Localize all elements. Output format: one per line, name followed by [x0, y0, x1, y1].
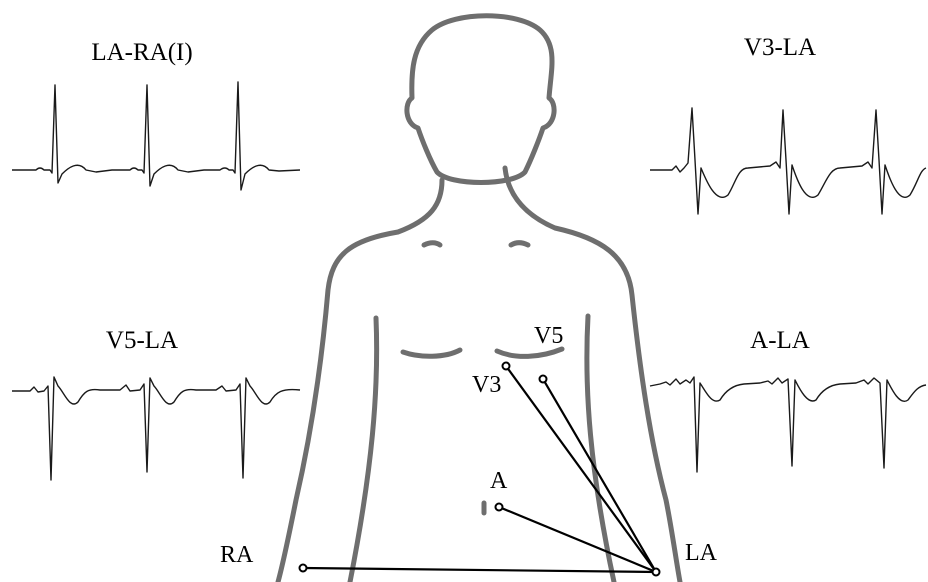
trace-title-v5-la: V5-LA [106, 327, 178, 354]
right-clavicle-mark [511, 243, 528, 245]
left-pectoral-line [403, 350, 460, 356]
trace-title-v3-la: V3-LA [744, 34, 816, 61]
electrode-la [653, 569, 660, 576]
electrode-label-v3: V3 [472, 372, 501, 398]
wire-ra-la [303, 568, 656, 572]
electrode-label-la: LA [685, 540, 718, 566]
ecg-trace-v3-la [650, 108, 926, 214]
left-clavicle-mark [424, 243, 440, 245]
electrode-v3 [503, 363, 510, 370]
wire-v5-la [543, 379, 656, 572]
head-outline [407, 16, 554, 183]
ecg-trace-v5-la [12, 377, 300, 480]
ecg-trace-lead-i [12, 82, 300, 190]
trace-titles: LA-RA(I) V3-LA V5-LA A-LA [91, 34, 816, 354]
torso-silhouette [278, 16, 680, 582]
electrode-label-ra: RA [220, 542, 254, 568]
electrode-labels: V5 V3 A RA LA [220, 323, 718, 568]
trace-title-a-la: A-LA [750, 327, 810, 354]
trace-title-lead-i: LA-RA(I) [91, 39, 192, 66]
ecg-trace-a-la [650, 377, 926, 472]
electrode-ra [300, 565, 307, 572]
electrode-v5 [540, 376, 547, 383]
right-pectoral-line [497, 349, 562, 356]
electrode-a [496, 504, 503, 511]
electrode-label-v5: V5 [534, 323, 563, 349]
left-torso-side [350, 318, 377, 582]
right-torso-side [587, 316, 614, 582]
electrode-label-a: A [490, 468, 508, 494]
